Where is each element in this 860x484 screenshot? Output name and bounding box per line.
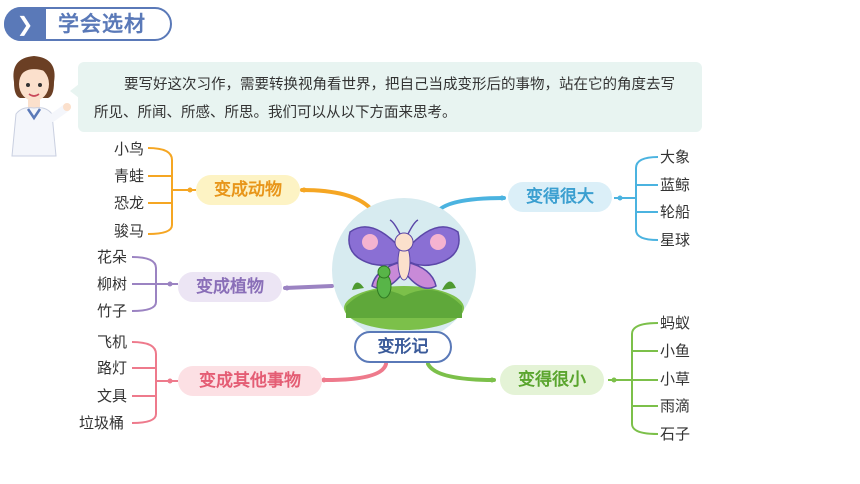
- intro-text: 要写好这次习作，需要转换视角看世界，把自己当成变形后的事物，站在它的角度去写所见…: [78, 62, 702, 132]
- leaf-item: 垃圾桶: [79, 414, 125, 432]
- branch-other: 变成其他事物: [178, 366, 322, 396]
- leaf-item: 小鸟: [114, 140, 145, 158]
- chevron-right-icon: ❯: [4, 7, 46, 41]
- butterfly-icon: [344, 219, 464, 330]
- leaf-item: 青蛙: [114, 167, 145, 185]
- section-title: 学会选材: [58, 12, 146, 36]
- leaf-item: 花朵: [97, 248, 128, 266]
- branch-small: 变得很小: [500, 365, 604, 395]
- leaf-item: 蓝鲸: [660, 176, 691, 194]
- center-illustration: [332, 198, 476, 342]
- branch-animal: 变成动物: [196, 175, 300, 205]
- leaf-item: 文具: [97, 387, 128, 405]
- leaf-item: 大象: [660, 148, 691, 166]
- leaf-item: 路灯: [97, 359, 128, 377]
- leaf-item: 柳树: [97, 275, 128, 293]
- leaf-item: 恐龙: [114, 194, 145, 212]
- leaf-item: 石子: [660, 425, 691, 443]
- branch-plant: 变成植物: [178, 272, 282, 302]
- leaf-item: 星球: [660, 231, 691, 249]
- leaf-item: 轮船: [660, 203, 691, 221]
- leaf-item: 小鱼: [660, 342, 691, 360]
- leaf-item: 小草: [660, 370, 691, 388]
- girl-illustration: [11, 56, 71, 157]
- leaf-item: 竹子: [97, 302, 128, 320]
- leaf-item: 雨滴: [660, 397, 691, 415]
- leaf-item: 蚂蚁: [660, 314, 691, 332]
- leaf-item: 飞机: [97, 333, 128, 351]
- center-topic: 变形记: [354, 331, 452, 363]
- leaf-item: 骏马: [114, 222, 145, 240]
- branch-big: 变得很大: [508, 182, 612, 212]
